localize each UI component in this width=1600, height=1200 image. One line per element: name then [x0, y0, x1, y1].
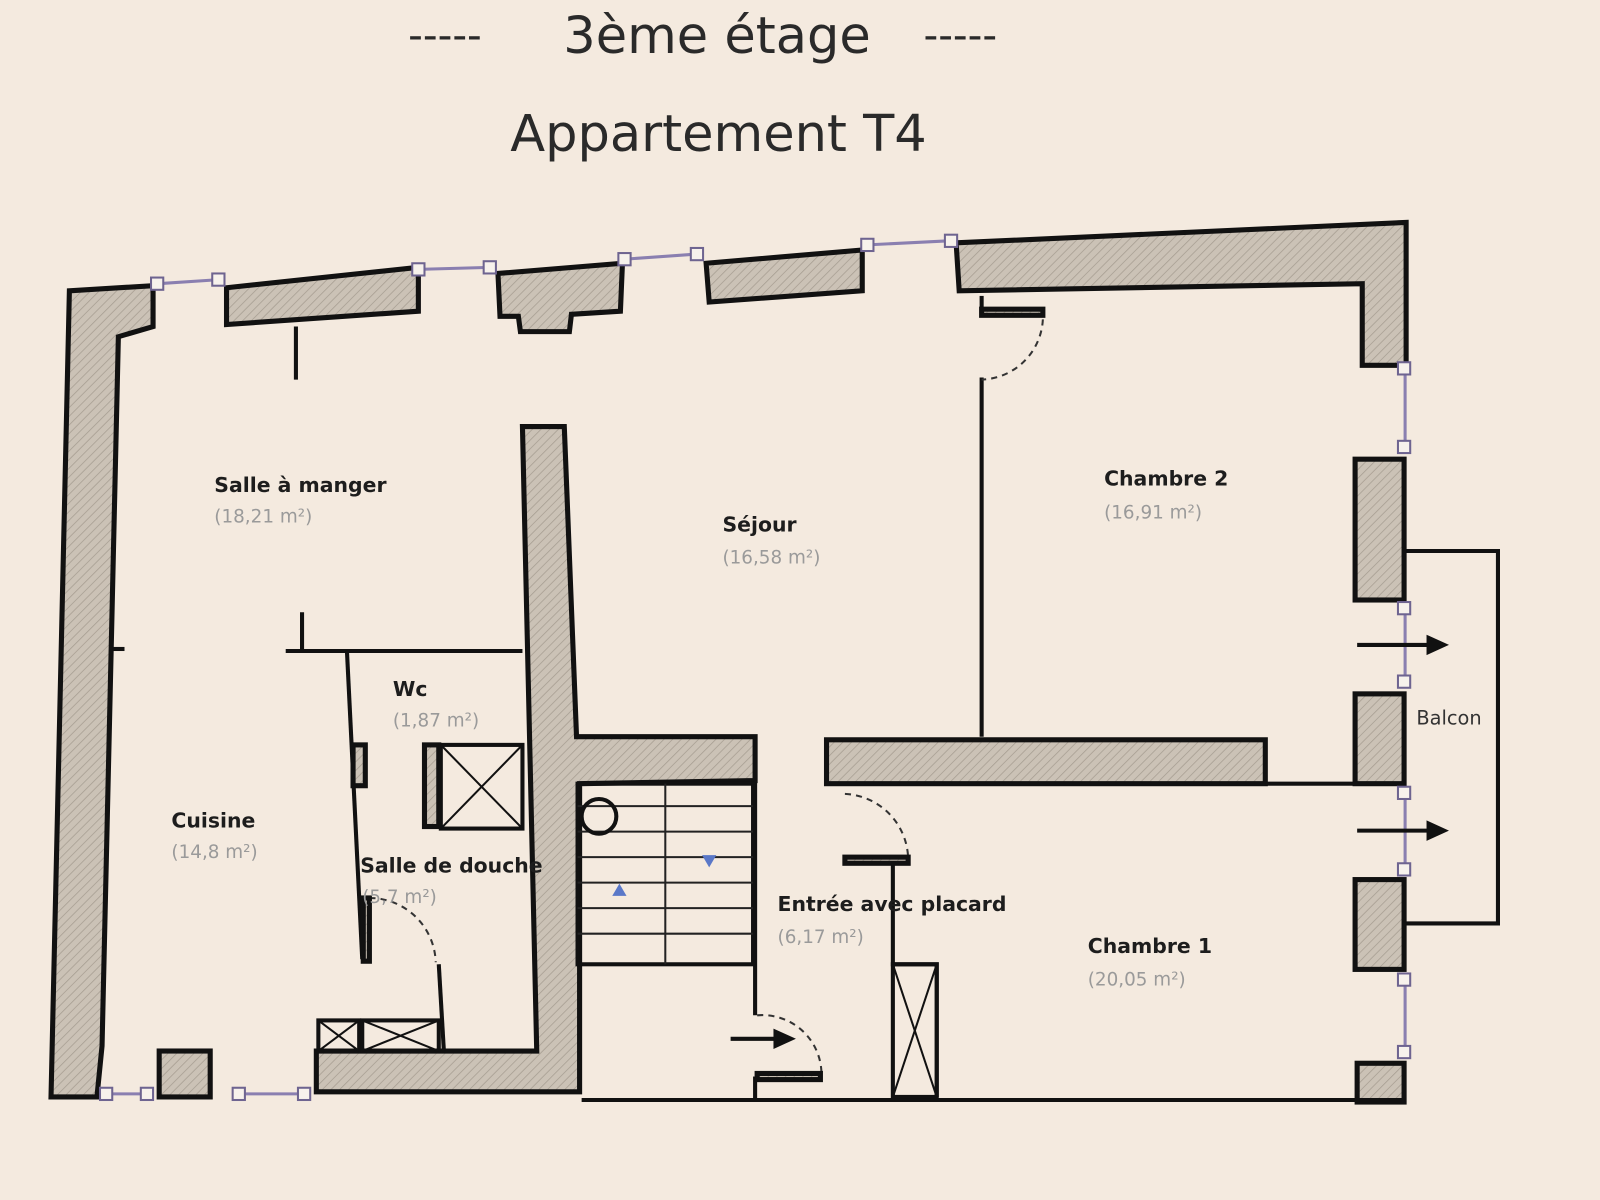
- room-name: Salle à manger: [214, 473, 386, 497]
- header-dashes-right: -----: [923, 11, 997, 59]
- room-chambre-1: Chambre 1 (20,05 m²): [1088, 934, 1212, 991]
- balcony-arrow-icon: [1357, 820, 1449, 841]
- partitions: [112, 295, 1500, 1103]
- room-area: (20,05 m²): [1088, 970, 1186, 991]
- room-entree: Entrée avec placard (6,17 m²): [778, 892, 1007, 948]
- room-cuisine: Cuisine (14,8 m²): [171, 809, 257, 864]
- staircase: [575, 781, 756, 967]
- room-name: Cuisine: [171, 809, 255, 833]
- walls: [48, 219, 1409, 1105]
- stair-up-arrow-icon: [612, 883, 627, 896]
- fixtures: [316, 742, 939, 1099]
- room-sejour: Séjour (16,58 m²): [722, 513, 820, 569]
- room-area: (6,17 m²): [778, 927, 864, 948]
- room-name: Wc: [393, 677, 428, 701]
- room-chambre-2: Chambre 2 (16,91 m²): [1104, 467, 1228, 524]
- room-name: Chambre 2: [1104, 467, 1228, 491]
- room-wc: Wc (1,87 m²): [393, 677, 479, 732]
- doors: [360, 306, 1046, 1083]
- apartment-title: Appartement T4: [510, 105, 927, 164]
- room-salle-de-douche: Salle de douche (5,7 m²): [360, 853, 542, 908]
- room-area: (5,7 m²): [362, 887, 437, 908]
- balcony-label: Balcon: [1416, 706, 1481, 729]
- balcony-arrow-icon: [1357, 634, 1449, 656]
- room-name: Salle de douche: [360, 853, 542, 877]
- room-area: (14,8 m²): [171, 842, 257, 863]
- entrance-arrow-icon: [730, 1028, 796, 1049]
- header-dashes-left: -----: [408, 11, 482, 59]
- stair-down-arrow-icon: [702, 855, 717, 868]
- windows: [98, 233, 1412, 1102]
- room-area: (18,21 m²): [214, 506, 312, 527]
- arrows: [730, 634, 1449, 1049]
- room-name: Séjour: [722, 513, 796, 537]
- room-area: (1,87 m²): [393, 711, 479, 732]
- room-name: Chambre 1: [1088, 934, 1212, 958]
- floor-title: 3ème étage: [563, 7, 871, 66]
- room-area: (16,58 m²): [722, 547, 820, 568]
- room-area: (16,91 m²): [1104, 502, 1202, 523]
- room-salle-a-manger: Salle à manger (18,21 m²): [214, 473, 386, 528]
- room-name: Entrée avec placard: [778, 892, 1007, 916]
